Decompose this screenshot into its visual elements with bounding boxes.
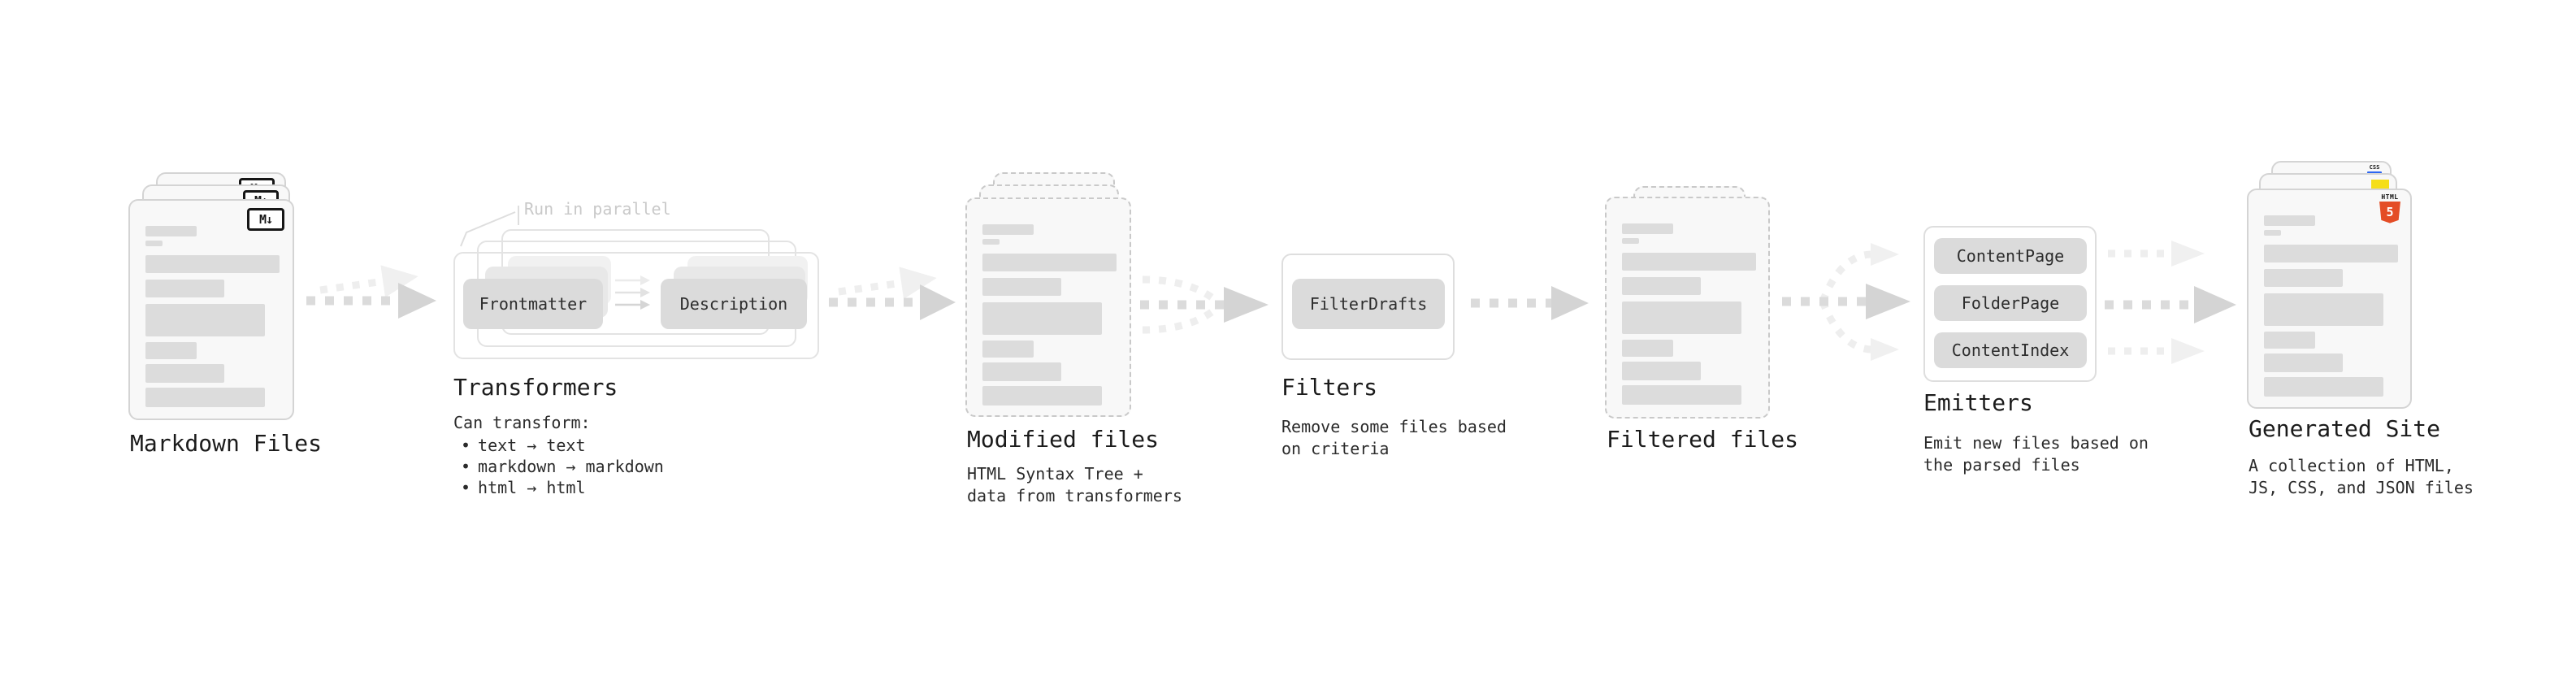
transformers-note-title: Can transform: [453, 413, 591, 432]
doc-skeleton-lines [967, 199, 1130, 415]
bullet-glyph: • [461, 457, 471, 476]
bullet-glyph: • [461, 436, 471, 455]
transformers-bullet-3: • html → html [461, 479, 586, 496]
css-badge-bar [2367, 171, 2382, 174]
flow-arrow-modified-to-filters [1140, 275, 1268, 334]
flow-arrow-filtered-to-emitters [1782, 243, 1910, 361]
content-index-pill: ContentIndex [1934, 332, 2087, 368]
stage-label-generated-site: Generated Site [2249, 415, 2441, 442]
flow-arrow-emitters-to-site [2105, 241, 2236, 364]
generated-file-card-html: HTML 5 [2247, 189, 2412, 409]
stage-label-transformers: Transformers [453, 374, 618, 401]
filters-desc: Remove some files based on criteria [1281, 417, 1507, 458]
filter-drafts-pill: FilterDrafts [1292, 279, 1445, 329]
bullet-glyph: • [461, 478, 471, 497]
html5-icon: HTML 5 [2379, 193, 2401, 223]
stage-label-filters: Filters [1281, 374, 1378, 401]
stage-label-emitters: Emitters [1923, 389, 2033, 416]
stage-label-markdown-files: Markdown Files [130, 430, 323, 457]
bullet-text: html → html [478, 478, 586, 497]
markdown-file-card-front: M↓ [128, 199, 294, 420]
html5-shield: 5 [2379, 201, 2400, 223]
stage-label-modified-files: Modified files [967, 426, 1160, 453]
transformers-bullet-1: • text → text [461, 437, 586, 453]
html5-badge-number: 5 [2386, 204, 2394, 219]
flow-arrow-filters-to-filtered [1471, 286, 1589, 320]
doc-skeleton-lines [1607, 198, 1768, 417]
modified-file-card-front [965, 197, 1131, 417]
markdown-icon: M↓ [247, 208, 284, 231]
filtered-file-card-front [1605, 197, 1770, 419]
css-badge-word: CSS [2369, 164, 2380, 171]
js-icon [2371, 180, 2389, 190]
content-page-pill: ContentPage [1934, 238, 2087, 274]
transformers-bullet-2: • markdown → markdown [461, 458, 664, 475]
folder-page-pill: FolderPage [1934, 285, 2087, 321]
flow-arrow-markdown-to-transformers [306, 265, 436, 319]
doc-skeleton-lines [130, 201, 293, 419]
run-in-parallel-note: Run in parallel [524, 199, 671, 219]
description-pill: Description [661, 279, 807, 329]
bullet-text: text → text [478, 436, 586, 455]
frontmatter-pill: Frontmatter [463, 279, 603, 329]
css3-icon: CSS [2367, 165, 2382, 174]
stage-label-filtered-files: Filtered files [1607, 426, 1799, 453]
generated-site-desc: A collection of HTML, JS, CSS, and JSON … [2249, 456, 2474, 497]
flow-arrow-transformers-to-modified [829, 267, 956, 320]
html5-badge-word: HTML [2381, 193, 2399, 201]
bullet-text: markdown → markdown [478, 457, 664, 476]
transformers-frame-front [453, 252, 819, 359]
modified-files-desc: HTML Syntax Tree + data from transformer… [967, 464, 1182, 505]
doc-skeleton-lines [2249, 190, 2410, 407]
emitters-desc: Emit new files based on the parsed files [1923, 433, 2149, 475]
